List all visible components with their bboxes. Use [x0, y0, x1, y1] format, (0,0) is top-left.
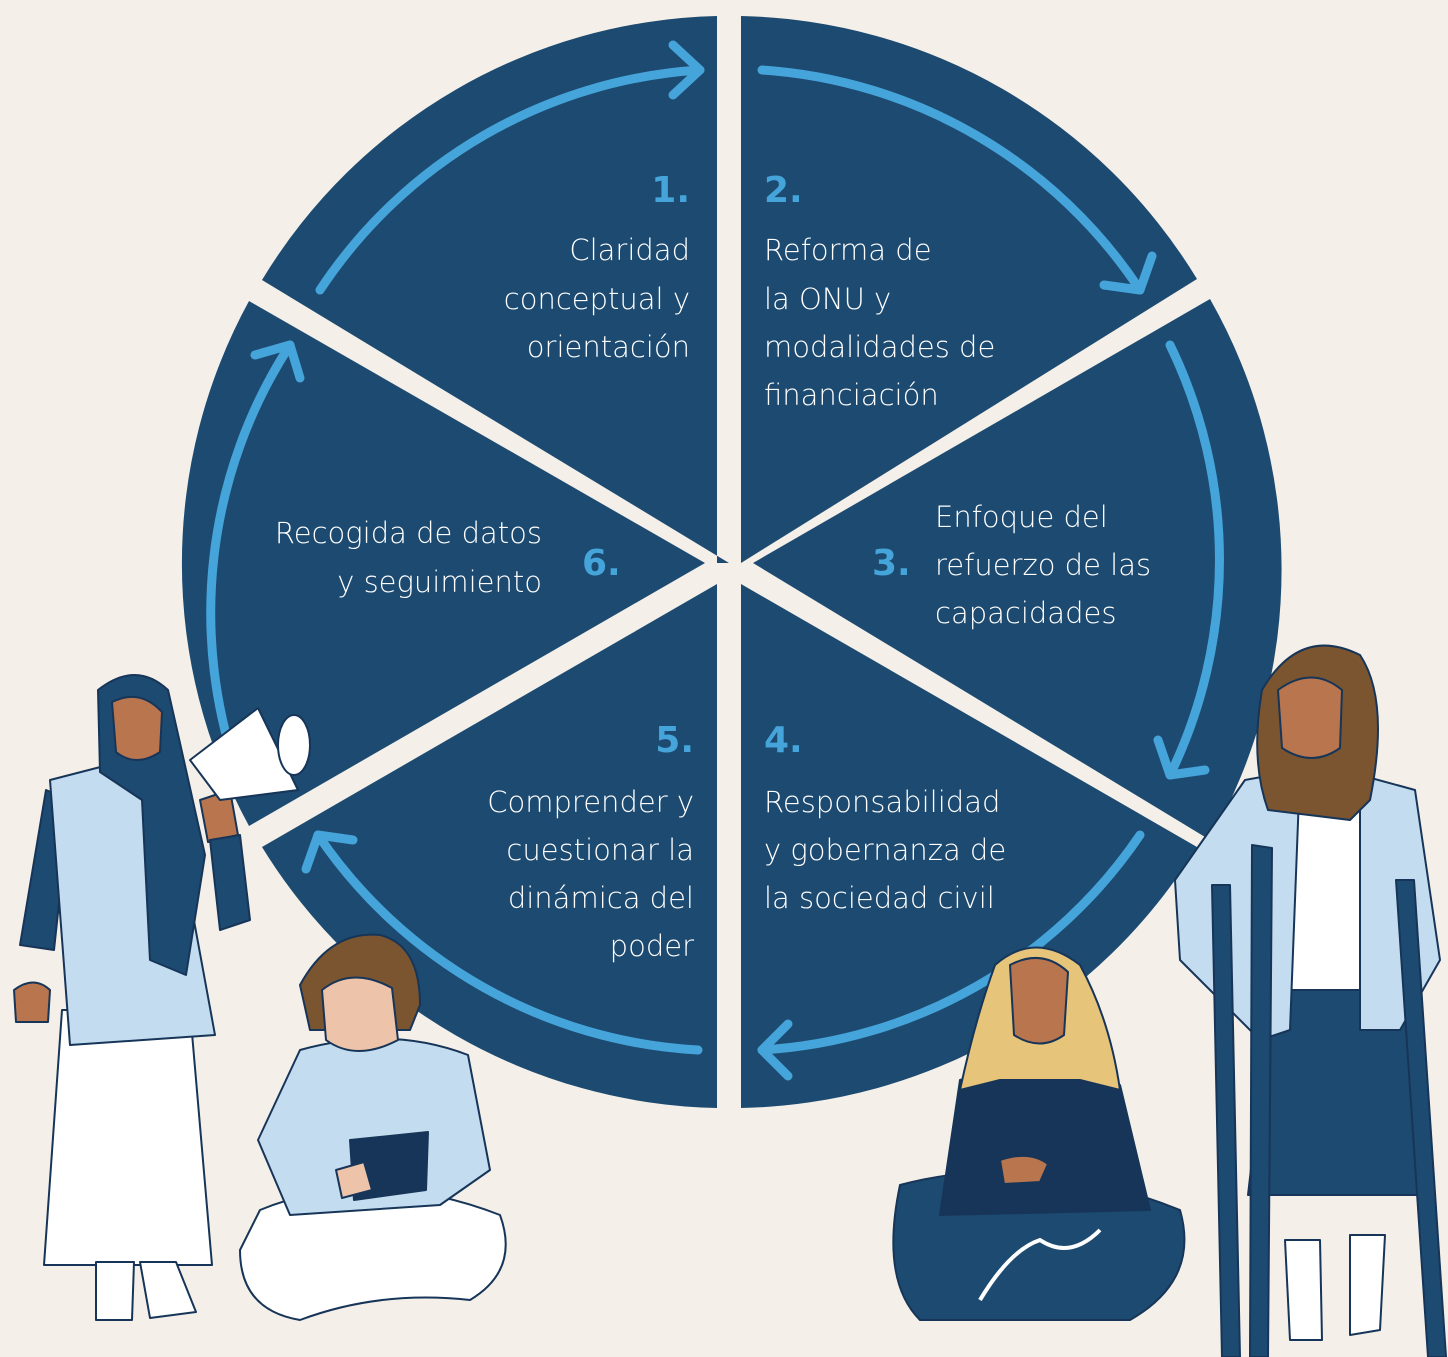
white-sock-right: [1349, 1234, 1386, 1336]
segment-1: [262, 16, 729, 563]
navy-sleeve-right: [209, 834, 251, 931]
label-group-1: 1. Claridad conceptual y orientación: [504, 170, 690, 364]
segment-label-2-line-3: modalidades de: [764, 330, 995, 364]
segment-label-2-line-1: Reforma de: [764, 233, 932, 267]
segment-label-2-line-4: financiación: [764, 378, 939, 412]
segment-label-1-line-2: conceptual y: [504, 282, 690, 316]
white-sock-left: [1284, 1239, 1323, 1341]
label-group-5: 5. Comprender y cuestionar la dinámica d…: [487, 720, 694, 963]
label-group-3: 3. Enfoque del refuerzo de las capacidad…: [872, 500, 1151, 630]
cycle-arrows: [206, 40, 1224, 1081]
child-reading-book-illustration: [239, 933, 507, 1321]
segment-2: [741, 16, 1197, 563]
label-group-6: 6. Recogida de datos y seguimiento: [275, 516, 621, 599]
label-group-4: 4. Responsabilidad y gobernanza de la so…: [764, 720, 1006, 915]
segment-number-3: 3.: [872, 543, 911, 584]
white-robe-stripe: [978, 1228, 1102, 1302]
arrow-1-to-2: [315, 65, 705, 295]
segment-label-3-line-1: Enfoque del: [935, 500, 1108, 534]
segment-number-5: 5.: [655, 720, 694, 761]
segment-number-2: 2.: [764, 170, 803, 211]
segment-label-5-line-2: cuestionar la: [506, 833, 694, 867]
girl-face-dark: [1277, 676, 1343, 759]
segment-label-6-line-2: y seguimiento: [337, 565, 542, 599]
segment-label-5-line-1: Comprender y: [487, 785, 694, 819]
long-white-skirt: [43, 1009, 213, 1266]
child-hand: [335, 1161, 373, 1199]
segment-label-3-line-3: capacidades: [935, 596, 1116, 630]
segment-label-4-line-2: y gobernanza de: [764, 833, 1006, 867]
girl-with-crutches-illustration: [1174, 644, 1447, 1357]
arrow-2-to-3: [757, 65, 1145, 295]
woman-hand: [999, 1154, 1049, 1185]
megaphone-mouth: [277, 714, 311, 776]
segment-number-4: 4.: [764, 720, 803, 761]
segment-label-6-line-1: Recogida de datos: [275, 516, 542, 550]
segment-label-4-line-1: Responsabilidad: [764, 785, 1000, 819]
woman-with-megaphone-illustration: [13, 674, 311, 1321]
megaphone: [189, 707, 299, 801]
woman-sitting-cross-legged-illustration: [892, 946, 1186, 1321]
arrow-4-to-5-head: [757, 1019, 793, 1081]
fist-hand: [13, 981, 51, 1023]
arrow-1-to-2-head: [668, 40, 705, 100]
child-face-light: [321, 976, 399, 1052]
arrow-5-to-6-head: [301, 830, 358, 874]
segment-label-3-line-2: refuerzo de las: [935, 548, 1151, 582]
face-dark: [111, 695, 163, 761]
segment-number-1: 1.: [651, 170, 690, 211]
label-group-2: 2. Reforma de la ONU y modalidades de fi…: [764, 170, 995, 412]
segment-label-1-line-3: orientación: [527, 330, 690, 364]
segment-label-2-line-2: la ONU y: [764, 282, 891, 316]
arrow-5-to-6: [313, 830, 703, 1055]
arrow-3-to-4-head: [1153, 735, 1210, 780]
segments-layer: [181, 16, 1282, 1108]
crutch-grip-left: [1249, 844, 1273, 1357]
arrow-6-to-1-head: [250, 340, 305, 383]
arrow-2-to-3-head: [1099, 251, 1157, 295]
segment-labels: 1. Claridad conceptual y orientación 2. …: [275, 170, 1151, 963]
arrow-4-to-5: [757, 830, 1145, 1055]
right-crutch: [1395, 879, 1447, 1357]
segment-6: [181, 301, 706, 826]
segment-label-5-line-3: dinámica del: [508, 881, 694, 915]
segment-label-5-line-4: poder: [610, 929, 694, 963]
white-shoe-right: [139, 1261, 197, 1319]
arrow-3-to-4: [1165, 340, 1224, 780]
white-shoe-left: [95, 1261, 135, 1321]
left-crutch: [1211, 884, 1241, 1357]
woman-face-dark: [1009, 956, 1069, 1045]
segment-label-1-line-1: Claridad: [569, 233, 690, 267]
arrow-6-to-1: [206, 340, 295, 785]
segment-number-6: 6.: [582, 543, 621, 584]
segment-3: [753, 299, 1282, 840]
segment-label-4-line-3: la sociedad civil: [764, 881, 995, 915]
